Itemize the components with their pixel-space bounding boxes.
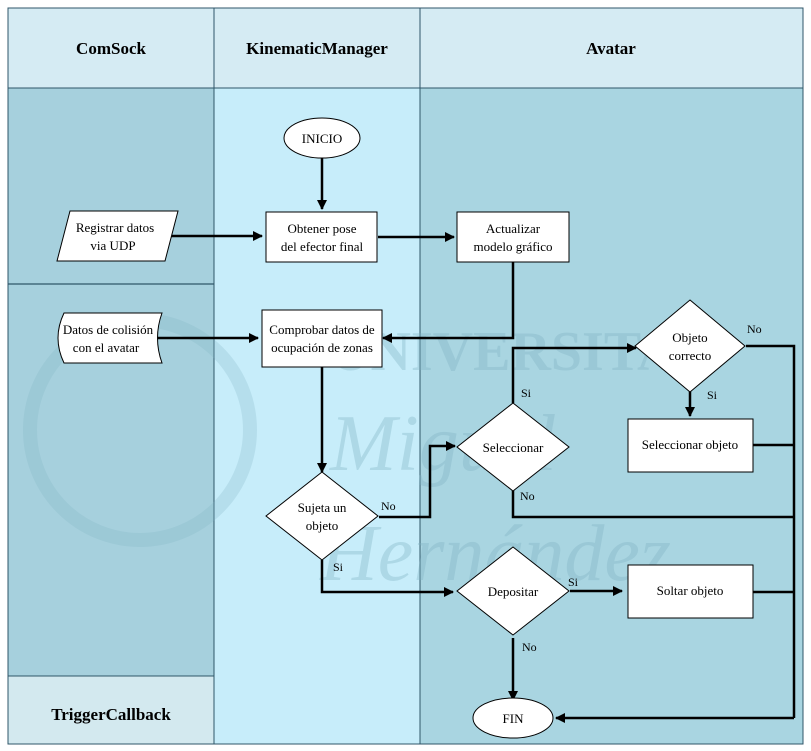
node-fin-label: FIN [503,711,525,726]
lane-title-trigger: TriggerCallback [51,705,171,724]
node-fin: FIN [472,697,554,739]
node-comprobar: Comprobar datos de ocupación de zonas [261,309,383,368]
node-obtener-line2: del efector final [281,239,364,254]
lane-title-kinematic: KinematicManager [246,39,388,58]
node-actualizar-line1: Actualizar [486,221,541,236]
node-inicio: INICIO [283,117,361,159]
node-actualizar-line2: modelo gráfico [473,239,552,254]
edge-seleccionar-correcto [511,343,637,403]
node-obtener-shape [265,211,378,263]
node-sujeta-shape [265,471,379,561]
node-objeto-correcto-shape [634,299,746,393]
node-soltar-label: Soltar objeto [657,583,724,598]
edge-correcto-no-collector [746,344,796,718]
node-objeto-correcto-line2: correcto [669,348,712,363]
node-colision-shape [57,312,163,364]
node-comprobar-line2: ocupación de zonas [271,340,373,355]
lane-comsock-bg [7,7,215,745]
node-fin-shape [472,697,554,739]
node-colision-line2: con el avatar [73,340,140,355]
edge-sujeta-depositar [320,560,454,597]
node-seleccionar-shape [456,402,570,492]
lane-title-avatar: Avatar [586,39,636,58]
node-comprobar-line1: Comprobar datos de [269,322,375,337]
node-actualizar-shape [456,211,570,263]
node-seleccionar-objeto-shape [627,418,754,473]
node-sujeta-line2: objeto [306,518,339,533]
edge-seleccionar-no-collector [511,490,794,519]
node-registrar-line1: Registrar datos [76,220,154,235]
node-depositar-label: Depositar [488,584,539,599]
node-objeto-correcto-line1: Objeto [672,330,707,345]
edge-label-no-seleccionar: No [520,489,535,503]
node-soltar-shape [627,564,754,619]
edge-actualizar-comprobar [382,262,515,343]
node-actualizar: Actualizar modelo gráfico [456,211,570,263]
node-seleccionar-objeto-label: Seleccionar objeto [642,437,738,452]
node-inicio-shape [283,117,361,159]
header-avatar [419,7,804,89]
node-obtener-line1: Obtener pose [288,221,357,236]
header-trigger [7,675,215,745]
node-colision: Datos de colisión con el avatar [57,312,163,364]
header-kinematic [213,7,421,89]
node-depositar-shape [456,546,570,636]
node-seleccionar-objeto: Seleccionar objeto [627,418,754,473]
node-sujeta: Sujeta un objeto [265,471,379,561]
edge-label-si-depositar: Si [568,575,579,589]
node-colision-line1: Datos de colisión [63,322,154,337]
node-registrar: Registrar datos via UDP [56,210,179,262]
edge-label-no-correcto: No [747,322,762,336]
node-obtener: Obtener pose del efector final [265,211,378,263]
node-seleccionar: Seleccionar [456,402,570,492]
node-registrar-shape [56,210,179,262]
edge-sujeta-seleccionar [379,441,456,519]
edge-label-no-depositar: No [522,640,537,654]
node-sujeta-line1: Sujeta un [298,500,347,515]
edge-label-si-sujeta: Si [333,560,344,574]
header-comsock [7,7,215,89]
node-seleccionar-label: Seleccionar [483,440,544,455]
node-objeto-correcto: Objeto correcto [634,299,746,393]
node-registrar-line2: via UDP [90,238,135,253]
node-comprobar-shape [261,309,383,368]
node-soltar: Soltar objeto [627,564,754,619]
edge-label-si-seleccionar: Si [521,386,532,400]
edge-label-si-correcto: Si [707,388,718,402]
lane-title-comsock: ComSock [76,39,146,58]
node-depositar: Depositar [456,546,570,636]
node-inicio-label: INICIO [302,131,342,146]
edge-label-no-sujeta: No [381,499,396,513]
